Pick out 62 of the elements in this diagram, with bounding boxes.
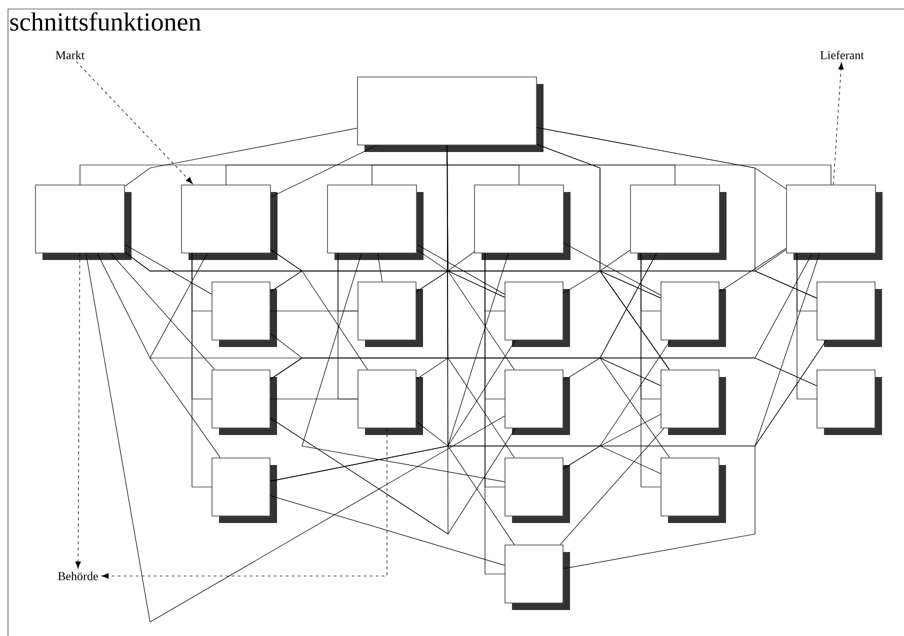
interface-line [124,244,212,294]
interface-line [270,270,817,298]
tree-connector [446,145,832,185]
org-box [357,76,544,152]
dashed-arrow [75,253,81,569]
interface-line [563,253,657,382]
interface-line [719,248,786,292]
org-box [504,544,570,610]
org-box [660,370,726,435]
org-box [630,184,726,260]
interface-line [270,418,516,534]
interface-line [110,253,216,370]
interface-line [564,242,661,296]
tree-connector [192,252,212,488]
interface-line [563,249,786,294]
interface-line [536,127,786,190]
interface-line [270,398,358,400]
org-box [35,184,132,260]
org-box [816,282,882,347]
org-box [181,184,278,260]
tree-connector [640,252,661,488]
interface-line [563,340,826,470]
org-box [212,282,277,347]
org-box [504,282,570,347]
interface-line [302,253,505,482]
interface-line [97,253,221,458]
org-box [660,282,726,347]
title: schnittsfunktionen [10,12,201,31]
interface-line [270,145,377,198]
org-box [358,370,423,435]
tree-connector [796,252,817,400]
interface-line [446,145,515,545]
org-box [660,458,726,523]
org-box [786,184,882,260]
dashed-arrow [833,62,844,185]
dashed-arrow [101,428,388,579]
interface-line [270,310,358,312]
party-label: Markt [56,50,85,60]
interface-line [416,250,630,292]
interface-line [416,244,505,295]
org-box [212,458,277,523]
interface-line [416,358,817,386]
interface-line [560,428,664,545]
interface-line [270,495,505,566]
tree-connector [484,252,505,574]
interface-line [150,253,670,458]
interface-line [124,128,358,187]
interface-line [86,253,505,622]
interface-line [270,414,661,482]
party-label: Lieferant [820,50,864,60]
org-box [212,370,277,435]
org-box [504,458,570,523]
org-box [327,184,424,260]
org-box [504,370,570,435]
interface-line [416,249,670,370]
org-box [358,282,423,347]
party-label: Behörde [58,572,98,580]
dashed-arrow [76,61,193,184]
interface-line [377,253,383,282]
org-box [816,370,882,435]
org-box [474,184,570,260]
interface-line [416,421,661,474]
